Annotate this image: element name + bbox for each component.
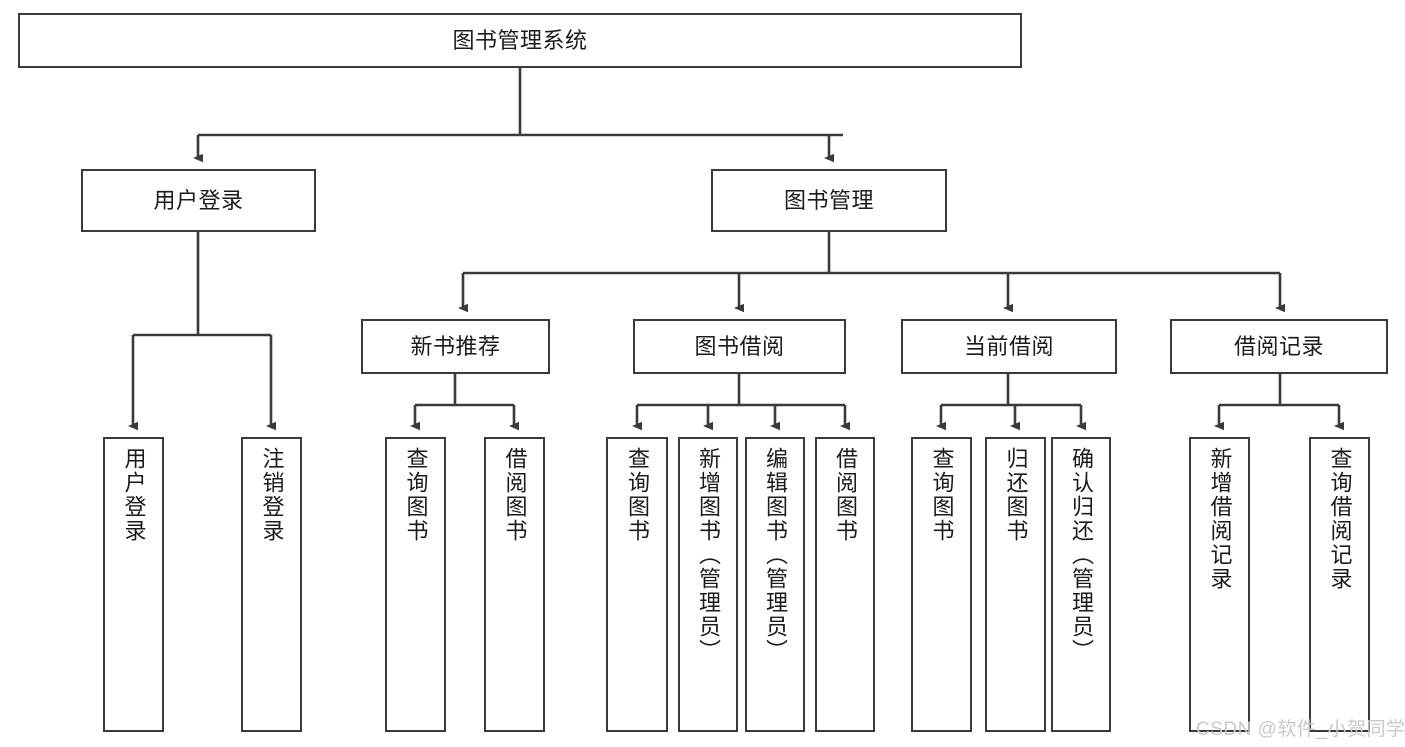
node-leaf-confirm-return[interactable]: 确认归还（管理员） — [1051, 437, 1111, 732]
node-root[interactable]: 图书管理系统 — [18, 13, 1022, 68]
node-root-label: 图书管理系统 — [452, 27, 588, 53]
csdn-watermark: CSDN @软件_小贺同学 — [1196, 719, 1405, 740]
node-current-borrow-label: 当前借阅 — [963, 333, 1054, 359]
node-leaf-borrow-book-rec[interactable]: 借阅图书 — [484, 437, 545, 732]
node-leaf-edit-book[interactable]: 编辑图书（管理员） — [745, 437, 805, 732]
node-current-borrow[interactable]: 当前借阅 — [901, 319, 1117, 374]
node-leaf-user-login[interactable]: 用户登录 — [103, 437, 164, 732]
node-user-login-label: 用户登录 — [153, 187, 244, 213]
node-leaf-borrow-book-bor-label: 借阅图书 — [832, 447, 858, 543]
node-leaf-edit-book-label: 编辑图书（管理员） — [762, 447, 788, 663]
node-leaf-user-login-label: 用户登录 — [121, 447, 147, 543]
node-leaf-borrow-book-bor[interactable]: 借阅图书 — [815, 437, 875, 732]
node-book-borrow[interactable]: 图书借阅 — [633, 319, 846, 374]
node-leaf-query-book-cur[interactable]: 查询图书 — [911, 437, 972, 732]
node-leaf-return-book[interactable]: 归还图书 — [985, 437, 1046, 732]
node-book-manage[interactable]: 图书管理 — [711, 169, 947, 232]
node-borrow-record[interactable]: 借阅记录 — [1170, 319, 1388, 374]
node-leaf-user-logout-label: 注销登录 — [259, 447, 285, 543]
node-leaf-borrow-book-rec-label: 借阅图书 — [502, 447, 528, 543]
node-borrow-record-label: 借阅记录 — [1233, 333, 1324, 359]
node-leaf-query-book-cur-label: 查询图书 — [929, 447, 955, 543]
node-leaf-add-book-label: 新增图书（管理员） — [695, 447, 721, 663]
node-leaf-query-record-label: 查询借阅记录 — [1327, 447, 1353, 591]
node-leaf-query-book-rec-label: 查询图书 — [403, 447, 429, 543]
node-new-book-rec[interactable]: 新书推荐 — [361, 319, 550, 374]
node-leaf-query-record[interactable]: 查询借阅记录 — [1309, 437, 1370, 732]
node-leaf-query-book-rec[interactable]: 查询图书 — [385, 437, 446, 732]
node-leaf-query-book-bor-label: 查询图书 — [624, 447, 650, 543]
node-new-book-rec-label: 新书推荐 — [410, 333, 501, 359]
node-book-manage-label: 图书管理 — [783, 187, 874, 213]
node-leaf-confirm-return-label: 确认归还（管理员） — [1068, 447, 1094, 663]
node-leaf-add-record[interactable]: 新增借阅记录 — [1189, 437, 1250, 732]
node-leaf-add-book[interactable]: 新增图书（管理员） — [678, 437, 738, 732]
node-leaf-add-record-label: 新增借阅记录 — [1207, 447, 1233, 591]
node-book-borrow-label: 图书借阅 — [694, 333, 785, 359]
node-leaf-query-book-bor[interactable]: 查询图书 — [606, 437, 668, 732]
node-user-login[interactable]: 用户登录 — [81, 169, 316, 232]
node-leaf-user-logout[interactable]: 注销登录 — [241, 437, 302, 732]
node-leaf-return-book-label: 归还图书 — [1003, 447, 1029, 543]
